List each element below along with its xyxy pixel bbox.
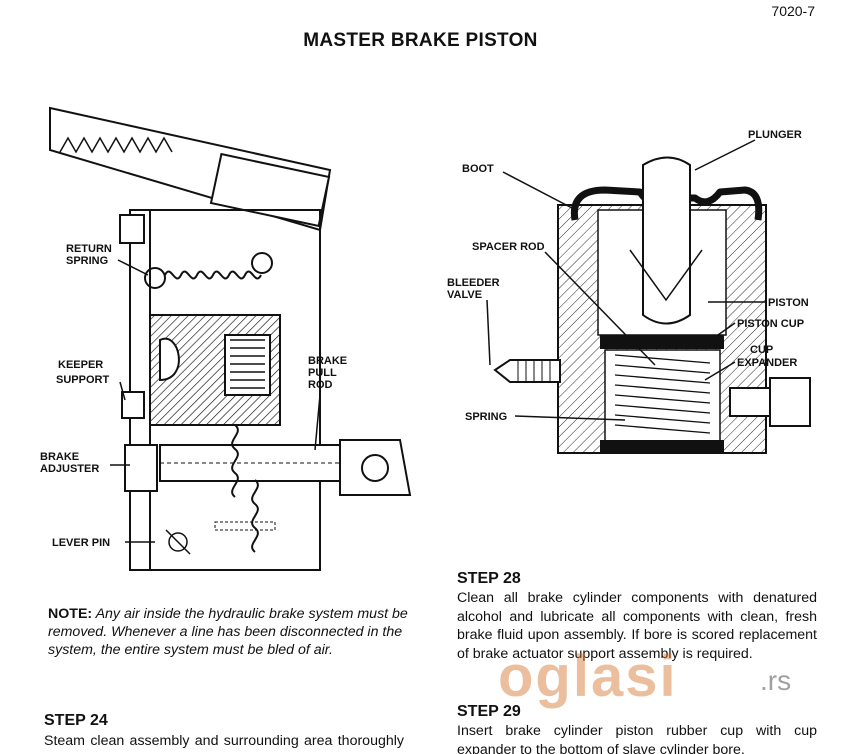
label-keeper-support-2: SUPPORT [56,374,109,386]
watermark-brand: oglasi [498,644,678,709]
label-brake-pull-rod-3: ROD [308,379,333,391]
label-piston: PISTON [768,297,809,309]
label-spacer-rod: SPACER ROD [472,241,545,253]
step-24-text: Steam clean assembly and surrounding are… [44,733,404,754]
brake-cylinder-cross-section: PLUNGER BOOT SPACER ROD BLEEDER VALVE PI… [447,129,811,454]
watermark-logo: oglasi .rs [458,625,818,709]
page-number: 7020-7 [771,3,815,19]
note-block: NOTE: Any air inside the hydraulic brake… [48,605,408,659]
note-text: Any air inside the hydraulic brake syste… [48,606,408,658]
step-28-text: Clean all brake cylinder components with… [457,590,817,662]
note-label: NOTE: [48,606,93,622]
label-piston-cup: PISTON CUP [737,318,804,330]
step-24-heading: STEP 24 [44,712,108,729]
label-brake-adjuster-1: BRAKE [40,451,79,463]
label-cup-expander-1: CUP [750,344,773,356]
label-brake-pull-rod-1: BRAKE [308,355,347,367]
label-keeper-support-1: KEEPER [58,359,103,371]
master-brake-lever-diagram: RETURN SPRING KEEPER SUPPORT BRAKE PULL … [40,106,412,571]
label-spring: SPRING [465,411,507,423]
step-29-heading: STEP 29 [457,703,521,720]
label-bleeder-valve-1: BLEEDER [447,277,500,289]
label-brake-pull-rod-2: PULL [308,367,337,379]
watermark-suffix: .rs [760,665,792,696]
label-cup-expander-2: EXPANDER [737,357,797,369]
label-brake-adjuster-2: ADJUSTER [40,463,99,475]
label-return-spring-1: RETURN [66,243,112,255]
label-plunger: PLUNGER [748,129,802,141]
label-return-spring-2: SPRING [66,255,108,267]
page-title: MASTER BRAKE PISTON [303,30,538,51]
label-boot: BOOT [462,163,494,175]
label-bleeder-valve-2: VALVE [447,289,482,301]
label-lever-pin: LEVER PIN [52,537,110,549]
step-29-text: Insert brake cylinder piston rubber cup … [457,723,817,754]
step-28-heading: STEP 28 [457,570,521,587]
